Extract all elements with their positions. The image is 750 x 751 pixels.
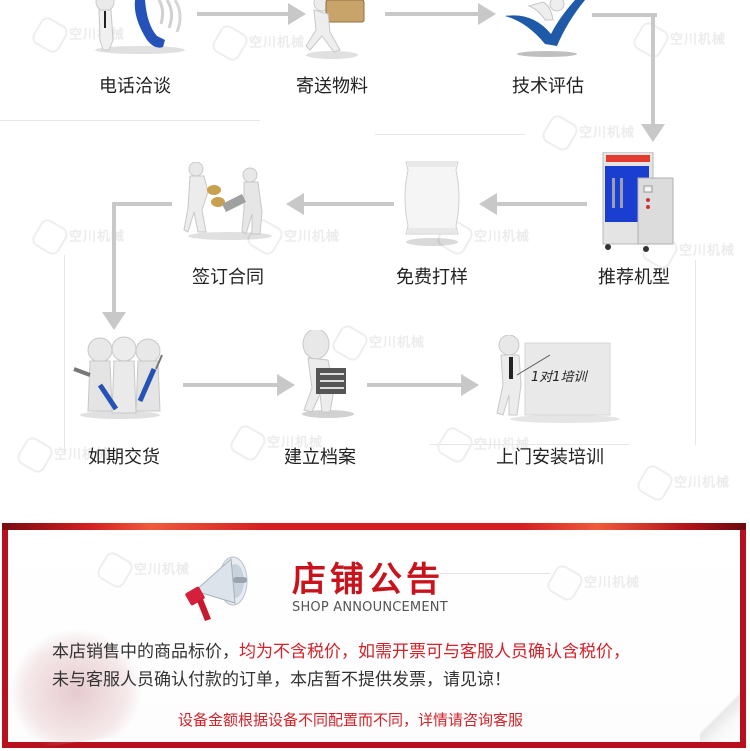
flow-arrow-line — [183, 383, 278, 387]
line1-regular-text: 本店销售中的商品标价， — [52, 642, 239, 662]
watermark: 空川机械 — [440, 430, 530, 460]
flow-arrow-line — [367, 383, 462, 387]
training-board-text: 1对1培训 — [531, 370, 589, 385]
flow-arrow-line — [112, 202, 116, 314]
bg-line — [64, 255, 65, 455]
step-label-recommend-model: 推荐机型 — [598, 267, 670, 288]
watermark: 空川机械 — [550, 568, 640, 598]
watermark: 空川机械 — [100, 555, 190, 585]
bg-line — [375, 134, 525, 135]
watermark: 空川机械 — [640, 468, 730, 498]
line1-highlight-text: 均为不含税价，如需开票可与客服人员确认含税价， — [239, 642, 630, 662]
step-label-on-time-delivery: 如期交货 — [88, 447, 160, 468]
step-label-sign-contract: 签订合同 — [192, 267, 264, 288]
watermark: 空川机械 — [250, 222, 340, 252]
watermark: 空川机械 — [636, 25, 726, 55]
arrow-right-icon — [461, 374, 479, 396]
flow-arrow-line — [385, 12, 480, 16]
watermark: 空川机械 — [440, 222, 530, 252]
team-tools-icon — [70, 335, 170, 420]
announcement-subtitle: SHOP ANNOUNCEMENT — [292, 600, 448, 615]
announcement-title: 店铺公告 — [292, 560, 444, 600]
phone-call-figure-icon — [85, 0, 195, 55]
flow-arrow-line — [651, 13, 655, 125]
files-figure-icon — [298, 328, 358, 420]
announcement-note: 设备金额根据设备不同配置而不同，详情请咨询客服 — [178, 711, 524, 729]
watermark: 空川机械 — [20, 440, 110, 470]
flow-arrow-line — [495, 202, 587, 206]
watermark: 空川机械 — [645, 236, 735, 266]
watermark: 空川机械 — [215, 28, 305, 58]
step-label-onsite-install-training: 上门安装培训 — [496, 447, 604, 468]
watermark: 空川机械 — [35, 222, 125, 252]
flow-arrow-line — [302, 202, 394, 206]
step-label-phone-talk: 电话洽谈 — [99, 76, 171, 97]
announcement-line-1: 本店销售中的商品标价，均为不含税价，如需开票可与客服人员确认含税价， — [52, 637, 630, 662]
step-label-free-sample: 免费打样 — [396, 267, 468, 288]
watermark: 空川机械 — [545, 118, 635, 148]
sample-bag-icon — [400, 158, 465, 248]
packaging-machine-icon — [600, 151, 675, 252]
bg-line — [0, 120, 260, 121]
arrow-left-icon — [479, 193, 497, 215]
arrow-down-icon — [641, 124, 665, 142]
flow-arrow-line — [112, 202, 172, 206]
announcement-top-border — [2, 523, 746, 530]
announcement-line-2: 未与客服人员确认付款的订单，本店暂不提供发票，请见谅！ — [52, 670, 511, 690]
delivery-box-figure-icon — [300, 0, 370, 60]
arrow-right-icon — [478, 3, 496, 25]
title-divider — [440, 573, 550, 574]
arrow-right-icon — [288, 3, 306, 25]
arrow-right-icon — [277, 374, 295, 396]
megaphone-icon — [185, 555, 255, 623]
watermark: 空川机械 — [335, 328, 425, 358]
watermark: 空川机械 — [233, 428, 323, 458]
arrow-left-icon — [286, 193, 304, 215]
step-label-create-archive: 建立档案 — [284, 447, 356, 468]
bg-line — [695, 260, 696, 445]
checkmark-figure-icon — [505, 0, 590, 58]
flow-arrow-line — [592, 13, 657, 17]
step-label-send-materials: 寄送物料 — [296, 76, 368, 97]
flow-arrow-line — [197, 12, 289, 16]
page-curl-decoration — [700, 690, 740, 742]
training-board-icon: 1对1培训 — [495, 334, 625, 425]
arrow-down-icon — [102, 312, 126, 330]
handshake-contract-icon — [182, 161, 277, 242]
step-label-tech-evaluation: 技术评估 — [512, 76, 584, 97]
